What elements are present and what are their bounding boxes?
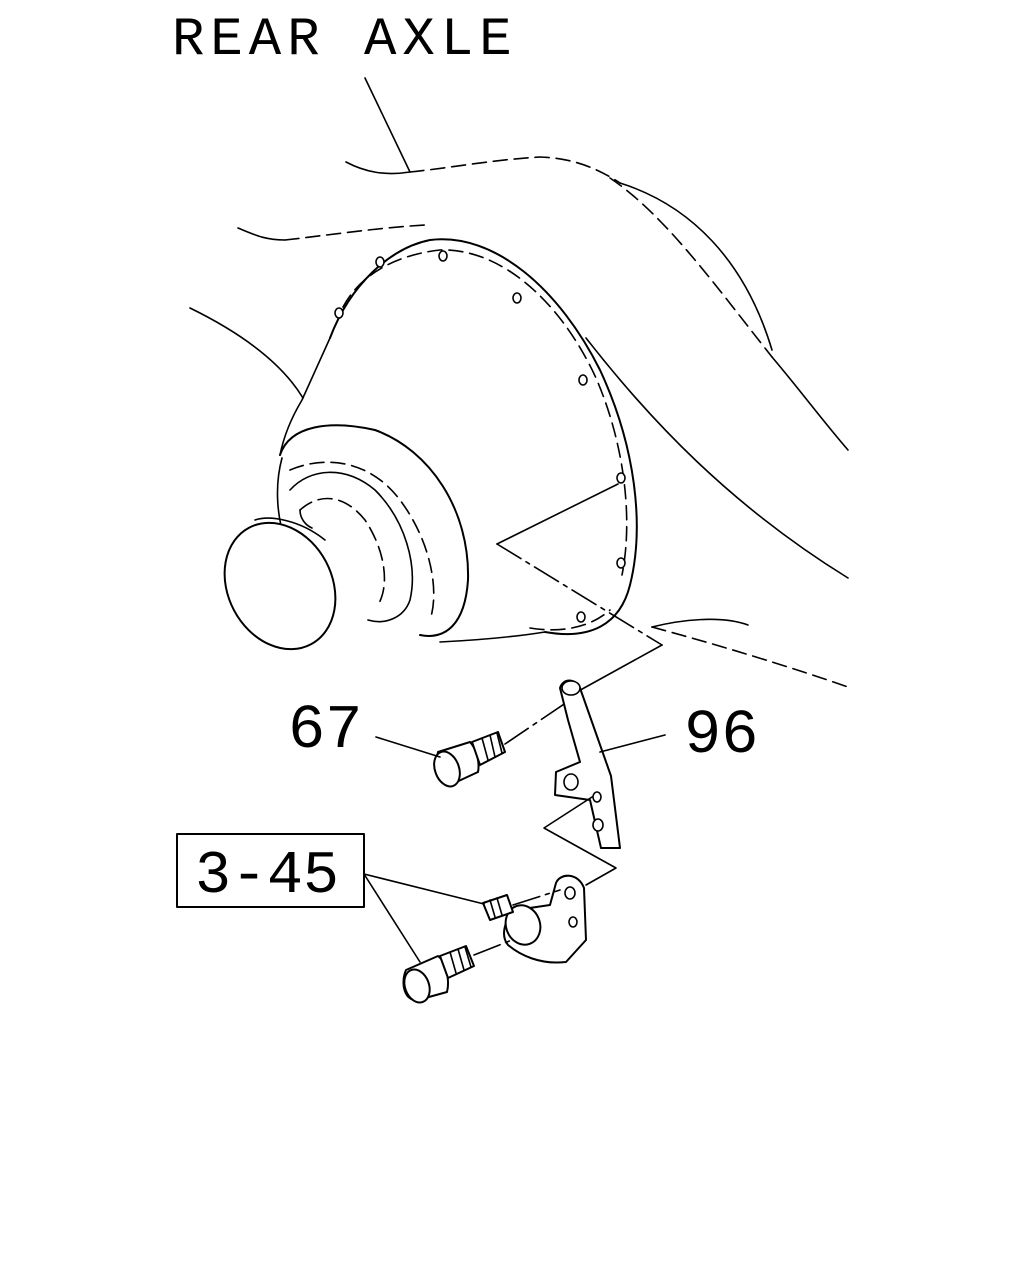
- pinion-flange: [223, 424, 470, 651]
- callout-67: 67: [288, 695, 362, 766]
- bolt-67-leader: [375, 736, 441, 758]
- small-bolt: [482, 894, 514, 921]
- ref-leader-lower: [363, 873, 421, 963]
- callout-3-45: 3-45: [195, 843, 339, 911]
- small-bolt-axis: [512, 889, 561, 906]
- bracket-96: [554, 679, 621, 849]
- callout-96: 96: [684, 700, 758, 771]
- reference-box: 3-45: [176, 833, 365, 911]
- bolt-67: [433, 731, 506, 788]
- chain-line-lower: [574, 644, 663, 694]
- title-leader-line: [364, 77, 411, 173]
- lower-bolt-axis: [473, 939, 513, 956]
- lower-bolt: [402, 945, 475, 1004]
- chain-line-upper: [496, 483, 619, 545]
- bracket-96-leader: [599, 734, 666, 753]
- chain-line-middle: [496, 543, 663, 646]
- chain-line-bottom: [543, 796, 617, 886]
- diagram-title: REAR AXLE: [172, 10, 518, 71]
- lower-bracket: [503, 874, 587, 964]
- ref-leader-upper: [363, 873, 485, 905]
- axle-housing: [189, 156, 849, 688]
